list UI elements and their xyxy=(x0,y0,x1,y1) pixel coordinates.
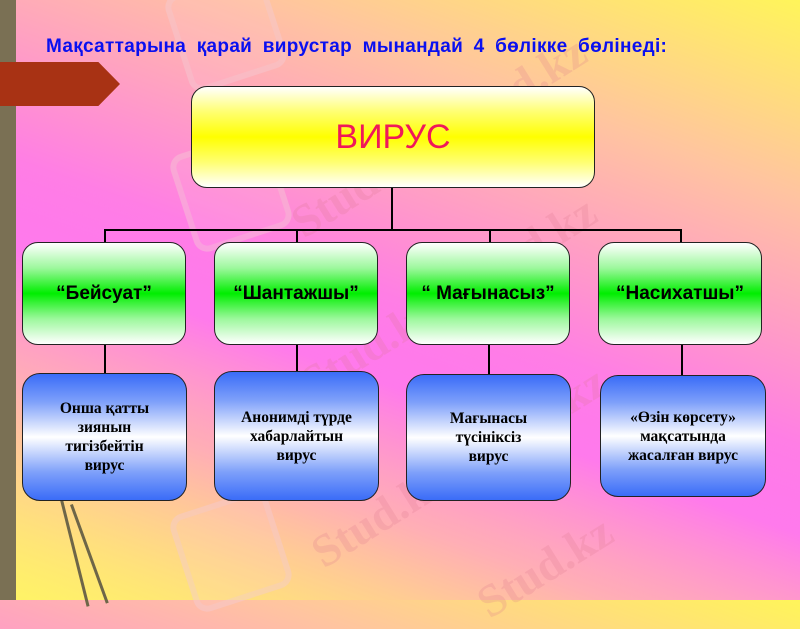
connector-desc-2 xyxy=(296,345,298,372)
description-node-nasikhatshy: «Өзін көрсету» мақсатында жасалған вирус xyxy=(600,375,766,497)
description-text: «Өзін көрсету» мақсатында жасалған вирус xyxy=(627,408,739,464)
connector-cat-2 xyxy=(296,229,298,242)
description-node-magynasyz: Мағынасы түсініксіз вирус xyxy=(406,374,571,501)
slide-title: Мақсаттарына қарай вирустар мынандай 4 б… xyxy=(46,36,668,57)
category-node-beisuat: “Бейсуат” xyxy=(22,242,186,345)
category-node-nasikhatshy: “Насихатшы” xyxy=(598,242,762,345)
connector-horizontal-bar xyxy=(104,229,682,231)
category-label: “Шантажшы” xyxy=(233,282,359,304)
connector-desc-1 xyxy=(104,345,106,374)
root-node-label: ВИРУС xyxy=(335,117,451,156)
description-text: Онша қатты зиянын тигізбейтін вирус xyxy=(59,400,150,474)
connector-cat-1 xyxy=(104,229,106,242)
description-node-shantazhshy: Анонимді түрде хабарлайтын вирус xyxy=(214,371,379,501)
category-label: “ Мағынасыз” xyxy=(421,282,555,304)
arrow-tab-icon xyxy=(0,62,120,106)
connector-desc-3 xyxy=(488,345,490,375)
connector-desc-4 xyxy=(681,345,683,376)
connector-cat-3 xyxy=(489,229,491,242)
category-node-shantazhshy: “Шантажшы” xyxy=(214,242,378,345)
root-node-virus: ВИРУС xyxy=(191,86,595,188)
category-label: “Насихатшы” xyxy=(615,282,745,304)
connector-cat-4 xyxy=(680,229,682,242)
left-decorative-bar xyxy=(0,0,16,600)
category-node-magynasyz: “ Мағынасыз” xyxy=(406,242,570,345)
description-text: Анонимді түрде хабарлайтын вирус xyxy=(241,408,352,464)
description-node-beisuat: Онша қатты зиянын тигізбейтін вирус xyxy=(22,373,187,501)
connector-root-vertical xyxy=(391,188,393,230)
category-label: “Бейсуат” xyxy=(56,282,152,304)
description-text: Мағынасы түсініксіз вирус xyxy=(449,410,528,465)
